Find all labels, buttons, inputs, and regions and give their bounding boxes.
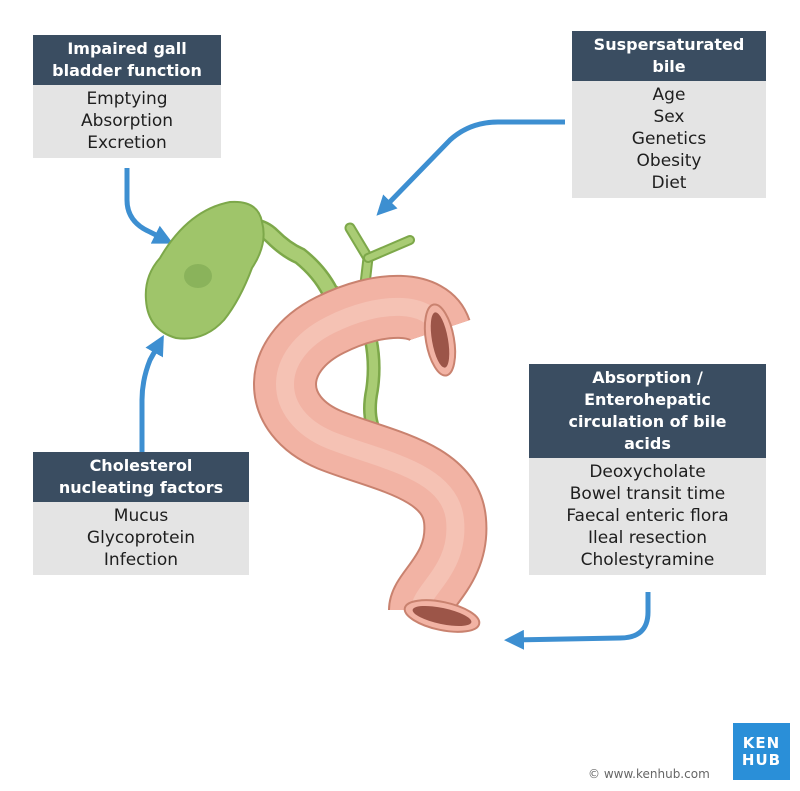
box-absorption-enterohepatic-list: Deoxycholate Bowel transit time Faecal e… xyxy=(529,458,766,575)
list-item: Absorption xyxy=(80,111,174,131)
list-item: Faecal enteric flora xyxy=(566,506,729,526)
box-absorption-enterohepatic: Absorption / Enterohepatic circulation o… xyxy=(529,364,766,575)
list-item: Deoxycholate xyxy=(589,462,706,482)
list-item: Ileal resection xyxy=(587,528,708,548)
box-impaired-gallbladder-title: Impaired gall bladder function xyxy=(33,35,221,85)
list-item: Mucus xyxy=(113,506,169,526)
list-item: Excretion xyxy=(87,133,167,153)
arrow-absorption xyxy=(504,592,651,650)
arrow-cholesterol xyxy=(139,335,164,452)
list-item: Diet xyxy=(651,173,687,193)
logo-text-bottom: HUB xyxy=(741,750,782,769)
box-supersaturated-bile-list: Age Sex Genetics Obesity Diet xyxy=(572,81,766,198)
box-supersaturated-bile: Suspersaturated bile Age Sex Genetics Ob… xyxy=(572,31,766,198)
box-impaired-gallbladder: Impaired gall bladder function Emptying … xyxy=(33,35,221,158)
list-item: Age xyxy=(652,85,686,105)
box-supersaturated-bile-title: Suspersaturated bile xyxy=(572,31,766,81)
list-item: Glycoprotein xyxy=(86,528,196,548)
box-impaired-gallbladder-list: Emptying Absorption Excretion xyxy=(33,85,221,158)
list-item: Genetics xyxy=(631,129,707,149)
list-item: Obesity xyxy=(636,151,702,171)
list-item: Cholestyramine xyxy=(580,550,715,570)
box-cholesterol-nucleating-title: Cholesterol nucleating factors xyxy=(33,452,249,502)
list-item: Bowel transit time xyxy=(569,484,726,504)
list-item: Sex xyxy=(653,107,685,127)
arrow-supersaturated xyxy=(376,119,565,216)
list-item: Infection xyxy=(103,550,179,570)
list-item: Emptying xyxy=(86,89,168,109)
copyright-text: © www.kenhub.com xyxy=(588,767,710,781)
kenhub-logo[interactable]: KEN HUB xyxy=(733,723,790,780)
box-cholesterol-nucleating: Cholesterol nucleating factors Mucus Gly… xyxy=(33,452,249,575)
box-absorption-enterohepatic-title: Absorption / Enterohepatic circulation o… xyxy=(529,364,766,458)
duodenum xyxy=(253,274,488,633)
logo-text-top: KEN xyxy=(742,733,781,752)
arrow-impaired xyxy=(124,168,174,244)
box-cholesterol-nucleating-list: Mucus Glycoprotein Infection xyxy=(33,502,249,575)
gallbladder xyxy=(144,200,265,340)
